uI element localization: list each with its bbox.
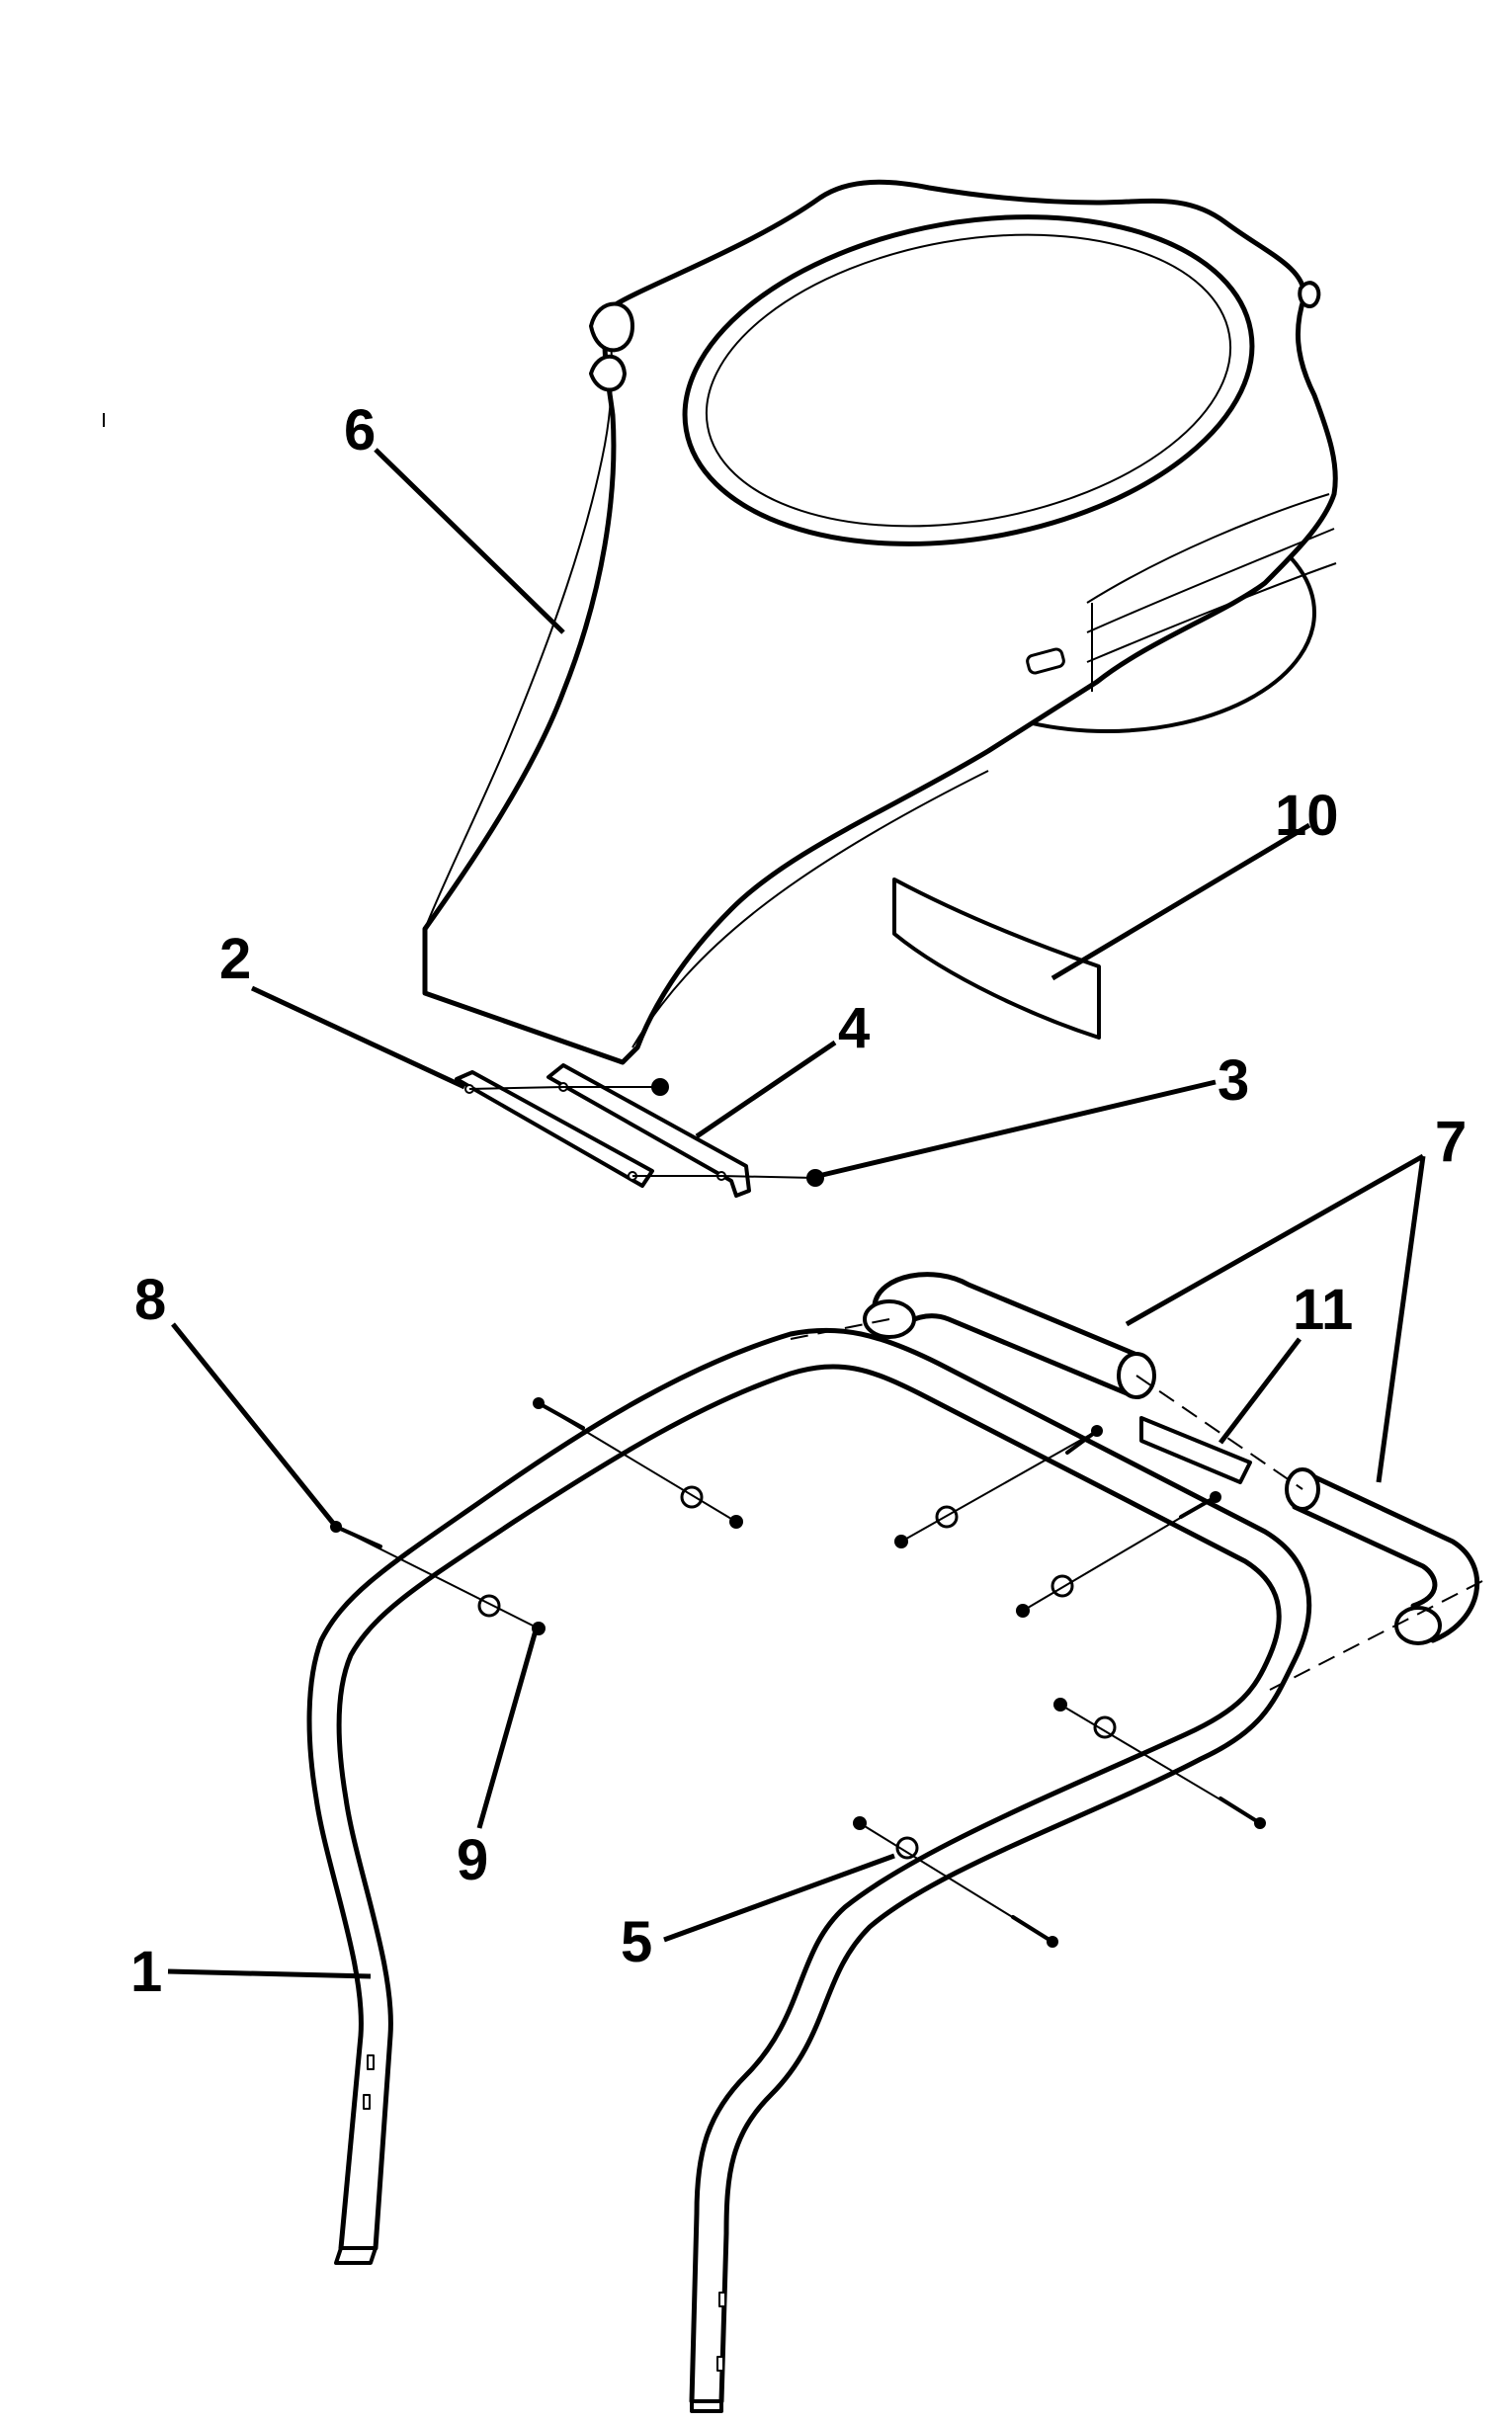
callout-9: 9 [457, 1828, 488, 1892]
callout-6: 6 [344, 398, 376, 462]
callout-4: 4 [838, 996, 870, 1060]
handle-frame-part-1 [306, 1327, 1312, 2413]
callout-8: 8 [134, 1268, 166, 1332]
callout-1: 1 [130, 1940, 162, 2004]
handle-grip-part-7-lower [1285, 1467, 1480, 1645]
spacer-part-11 [1139, 1416, 1252, 1484]
deflector-strip-part-10 [892, 877, 1101, 1040]
callout-2: 2 [219, 927, 251, 991]
callout-5: 5 [621, 1910, 652, 1974]
discharge-chute-part-6 [422, 179, 1338, 1065]
leader-lines [167, 448, 1426, 1979]
callout-labels: 1 2 3 4 5 6 7 8 9 10 11 [130, 398, 1467, 2004]
callout-7: 7 [1435, 1110, 1467, 1174]
callout-10: 10 [1275, 784, 1339, 848]
callout-3: 3 [1218, 1048, 1249, 1113]
callout-11: 11 [1293, 1278, 1353, 1342]
